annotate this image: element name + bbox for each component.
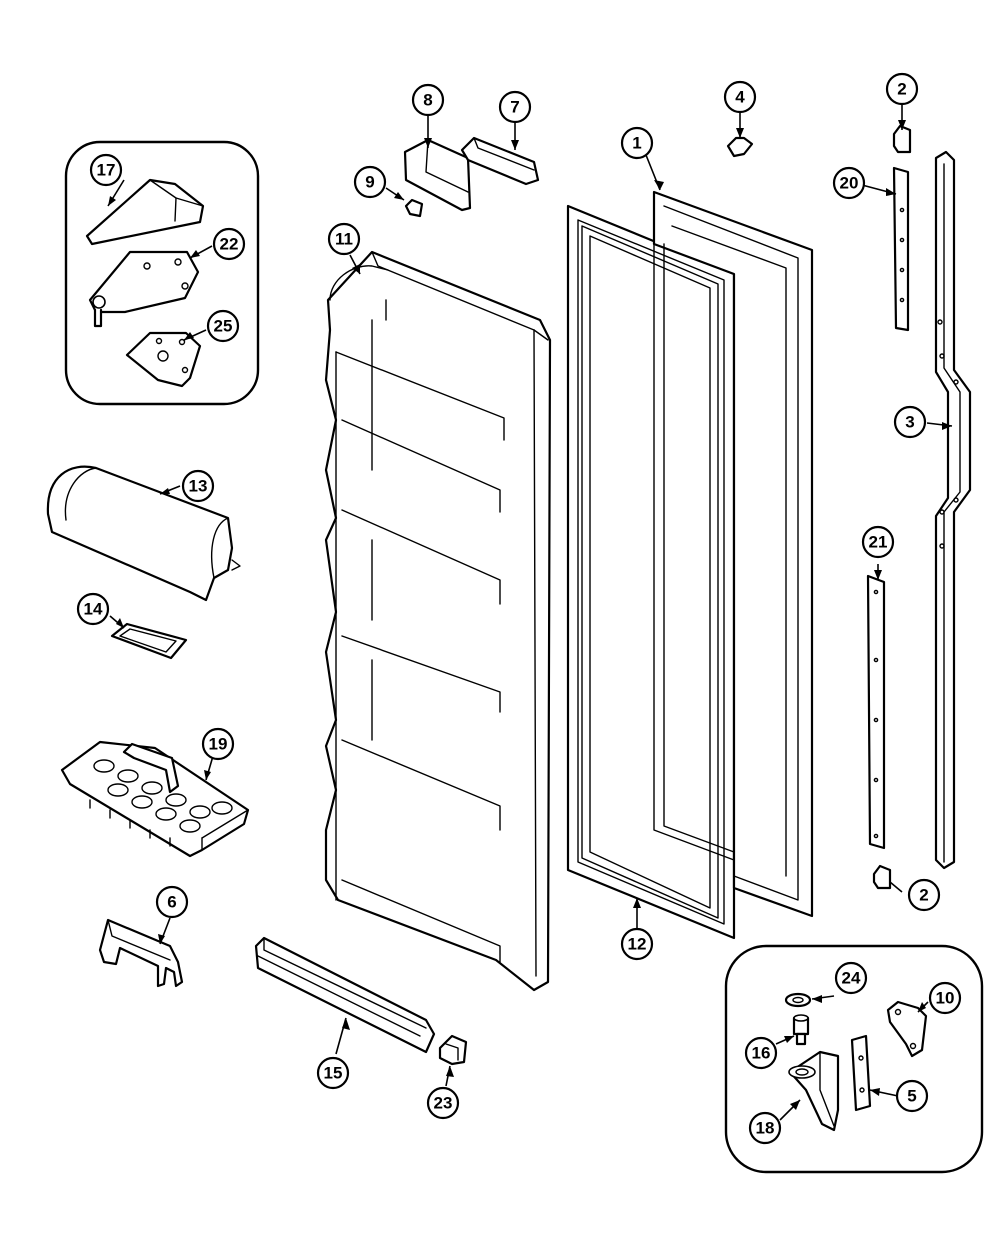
part-8-cover: [403, 138, 472, 212]
callout-7-label: 7: [510, 98, 519, 117]
callout-8-label: 8: [423, 91, 432, 110]
callout-7: 7: [498, 90, 532, 124]
part-2-end-cap-bottom: [872, 864, 892, 890]
part-4-plug: [726, 136, 754, 158]
callout-18: 18: [748, 1111, 782, 1145]
part-22-bracket: [88, 250, 200, 328]
callout-1-label: 1: [632, 134, 641, 153]
inset-panel-bottom-right: [724, 944, 984, 1174]
callout-16-label: 16: [752, 1044, 771, 1063]
part-20-short-rail: [892, 166, 910, 332]
callout-15: 15: [316, 1056, 350, 1090]
callout-21: 21: [861, 525, 895, 559]
callout-17: 17: [89, 153, 123, 187]
callout-24-label: 24: [842, 969, 861, 988]
callout-2-top-label: 2: [897, 80, 906, 99]
part-6-clip: [98, 918, 184, 988]
callout-6-label: 6: [167, 893, 176, 912]
callout-18-label: 18: [756, 1119, 775, 1138]
callout-10-label: 10: [936, 989, 955, 1008]
callout-13: 13: [181, 469, 215, 503]
part-9-clip: [404, 198, 424, 218]
part-24-washer: [784, 992, 812, 1008]
part-23-clip: [438, 1034, 468, 1066]
callout-12: 12: [620, 927, 654, 961]
part-16-pin: [792, 1014, 810, 1046]
callout-20: 20: [832, 166, 866, 200]
callout-22-label: 22: [220, 235, 239, 254]
part-13-bin-cover: [46, 465, 241, 602]
callout-25-label: 25: [214, 317, 233, 336]
part-18-hinge-bracket: [788, 1050, 840, 1132]
callout-3: 3: [893, 405, 927, 439]
inset-panel-top-left: [64, 140, 260, 406]
part-19-egg-tray: [60, 740, 250, 858]
callout-4-label: 4: [735, 88, 745, 107]
callout-5: 5: [895, 1079, 929, 1113]
part-7-hinge-cover: [460, 136, 540, 186]
callout-14-label: 14: [84, 600, 103, 619]
callout-15-label: 15: [324, 1064, 343, 1083]
callout-3-label: 3: [905, 413, 914, 432]
callout-2-bottom-label: 2: [919, 886, 928, 905]
callout-5-label: 5: [907, 1087, 916, 1106]
part-1-door-panel: [652, 190, 814, 918]
part-14-tray: [110, 622, 188, 660]
part-3-hinge-bar: [934, 150, 972, 870]
callout-9: 9: [353, 165, 387, 199]
callout-19: 19: [201, 727, 235, 761]
callout-11-label: 11: [335, 230, 353, 249]
callout-16: 16: [744, 1036, 778, 1070]
part-11-door-liner: [324, 250, 552, 992]
callout-10: 10: [928, 981, 962, 1015]
callout-23: 23: [426, 1086, 460, 1120]
callout-8: 8: [411, 83, 445, 117]
callout-2-bottom: 2: [907, 878, 941, 912]
callout-4: 4: [723, 80, 757, 114]
callout-21-label: 21: [869, 533, 888, 552]
callout-20-label: 20: [840, 174, 859, 193]
callout-12-label: 12: [628, 935, 647, 954]
part-15-bottom-trim: [254, 936, 436, 1054]
callout-24: 24: [834, 961, 868, 995]
part-25-plate: [125, 331, 202, 388]
part-10-hinge-plate: [886, 1000, 928, 1058]
part-21-long-rail: [866, 574, 886, 850]
callout-1: 1: [620, 126, 654, 160]
callout-9-label: 9: [365, 173, 374, 192]
leader-arrowheads: [108, 120, 952, 1110]
callout-25: 25: [206, 309, 240, 343]
callout-22: 22: [212, 227, 246, 261]
callout-14: 14: [76, 592, 110, 626]
callout-13-label: 13: [189, 477, 208, 496]
part-12-door-gasket: [566, 204, 736, 940]
callout-2-top: 2: [885, 72, 919, 106]
part-2-end-cap-top: [892, 124, 912, 154]
callout-6: 6: [155, 885, 189, 919]
callout-23-label: 23: [434, 1094, 453, 1113]
callout-11: 11: [327, 222, 361, 256]
callout-17-label: 17: [97, 161, 116, 180]
callout-19-label: 19: [209, 735, 228, 754]
part-5-spacer: [850, 1034, 872, 1112]
part-17-shelf-cap: [85, 178, 205, 246]
